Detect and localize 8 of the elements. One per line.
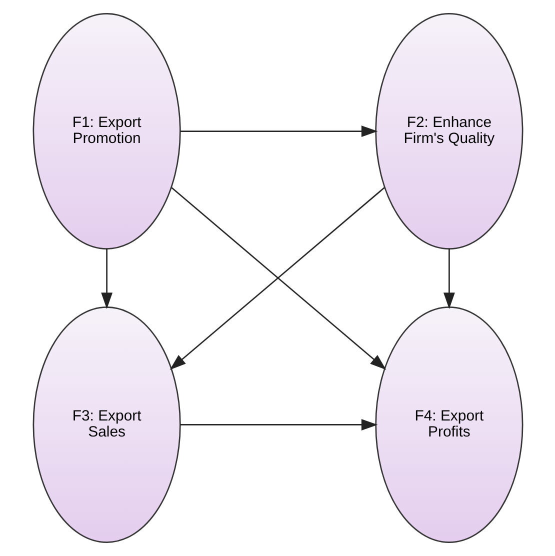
node-ellipse: F3: Export Sales bbox=[32, 306, 180, 543]
node-ellipse: F4: Export Profits bbox=[374, 306, 523, 543]
arrow bbox=[442, 248, 454, 309]
node-ellipse: F1: Export Promotion bbox=[32, 13, 180, 250]
node-ellipse: F2: Enhance Firm's Quality bbox=[374, 13, 523, 250]
arrow bbox=[180, 419, 378, 430]
arrow bbox=[100, 248, 112, 309]
arrow bbox=[180, 126, 378, 137]
